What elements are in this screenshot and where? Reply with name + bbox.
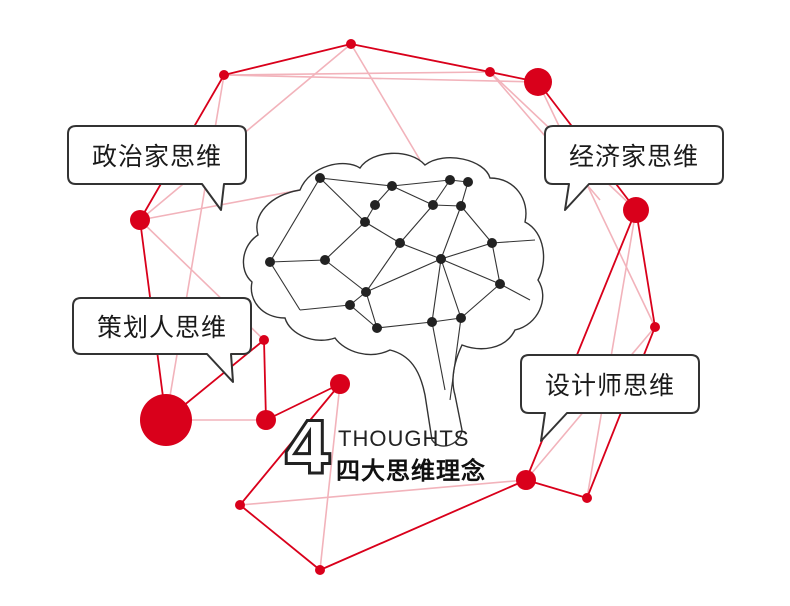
- title-number: 4: [281, 406, 334, 490]
- red-node: [259, 335, 269, 345]
- red-node: [346, 39, 356, 49]
- red-node: [485, 67, 495, 77]
- bubble-designer-label: 设计师思维: [544, 371, 675, 400]
- red-node: [330, 374, 350, 394]
- title-chinese: 四大思维理念: [336, 457, 486, 485]
- speech-bubble-shape: [544, 125, 724, 211]
- brain-nodes: [265, 173, 505, 333]
- red-node: [219, 70, 229, 80]
- red-nodes: [130, 39, 660, 575]
- bubble-economist-label: 经济家思维: [568, 142, 699, 171]
- bubble-planner-label: 策划人思维: [96, 313, 227, 342]
- brain-inner-mesh: [269, 177, 536, 401]
- red-node: [623, 197, 649, 223]
- red-node: [524, 68, 552, 96]
- red-node: [315, 565, 325, 575]
- title-english: THOUGHTS: [338, 426, 470, 451]
- bubble-economist: 经济家思维: [543, 124, 725, 214]
- red-node: [582, 493, 592, 503]
- red-node: [650, 322, 660, 332]
- brain-outline: [242, 152, 545, 447]
- speech-bubble-shape: [67, 125, 247, 211]
- bubble-designer: 设计师思维: [519, 353, 701, 443]
- red-node: [130, 210, 150, 230]
- red-node: [516, 470, 536, 490]
- bubble-politician-label: 政治家思维: [91, 142, 222, 171]
- red-node: [140, 394, 192, 446]
- speech-bubble-shape: [72, 297, 252, 383]
- red-node: [256, 410, 276, 430]
- bubble-politician: 政治家思维: [66, 124, 248, 214]
- brain-illustration: [242, 152, 545, 447]
- red-node: [235, 500, 245, 510]
- bubble-planner: 策划人思维: [71, 296, 253, 386]
- speech-bubble-shape: [520, 354, 700, 442]
